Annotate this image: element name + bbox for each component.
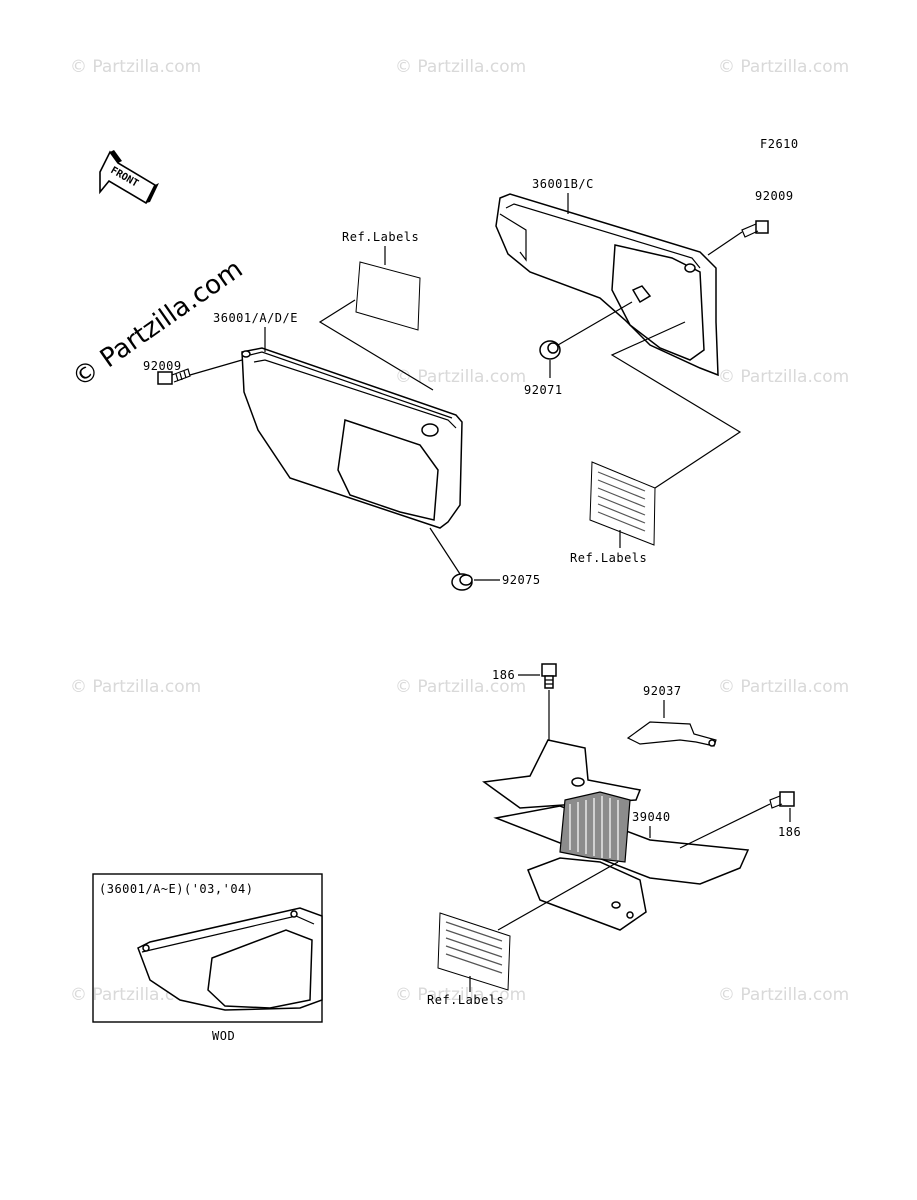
callout-bolt-left: 92009 <box>143 359 182 373</box>
watermark: © Partzilla.com <box>395 367 526 387</box>
bolt-icon <box>769 791 795 809</box>
inset-title: (36001/A~E)('03,'04) <box>99 882 254 896</box>
callout-heat-guard: 39040 <box>632 810 671 824</box>
callout-bolt-upper-right: 92009 <box>755 189 794 203</box>
watermark-grid: © Partzilla.com © Partzilla.com © Partzi… <box>70 57 849 1005</box>
watermark: © Partzilla.com <box>718 985 849 1005</box>
bolt-icon <box>541 663 557 689</box>
callout-side-cover-right: 36001B/C <box>532 177 594 191</box>
callout-bolt-186-right: 186 <box>778 825 801 839</box>
watermark: © Partzilla.com <box>718 367 849 387</box>
side-cover-left <box>241 347 463 529</box>
ref-label-sheet <box>437 912 511 991</box>
side-cover-inset <box>137 907 323 1011</box>
watermark: © Partzilla.com <box>718 677 849 697</box>
callout-clamp: 92037 <box>643 684 682 698</box>
watermark: © Partzilla.com <box>395 985 526 1005</box>
watermark: © Partzilla.com <box>70 677 201 697</box>
side-cover-right <box>495 193 719 377</box>
watermark: © Partzilla.com <box>70 57 201 77</box>
grommet-icon <box>539 340 561 360</box>
callout-bolt-186-top: 186 <box>492 668 515 682</box>
figure-code: F2610 <box>760 137 799 151</box>
ref-labels-bottom: Ref.Labels <box>427 993 504 1007</box>
bolt-icon <box>741 220 769 238</box>
callout-grommet-left: 92075 <box>502 573 541 587</box>
watermark: © Partzilla.com <box>395 677 526 697</box>
ref-labels-top-left: Ref.Labels <box>342 230 419 244</box>
inset-caption: WOD <box>212 1029 235 1043</box>
ref-labels-right: Ref.Labels <box>570 551 647 565</box>
clamp-icon <box>626 721 717 747</box>
bolt-icon <box>157 368 191 385</box>
watermark: © Partzilla.com <box>718 57 849 77</box>
ref-label-sheet <box>355 261 421 331</box>
callout-grommet-right: 92071 <box>524 383 563 397</box>
heat-guard <box>482 739 750 931</box>
grommet-icon <box>451 573 473 591</box>
watermark: © Partzilla.com <box>395 57 526 77</box>
ref-label-sheet <box>589 461 656 546</box>
front-arrow-icon: FRONT <box>99 150 159 205</box>
callout-side-cover-left: 36001/A/D/E <box>213 311 298 325</box>
